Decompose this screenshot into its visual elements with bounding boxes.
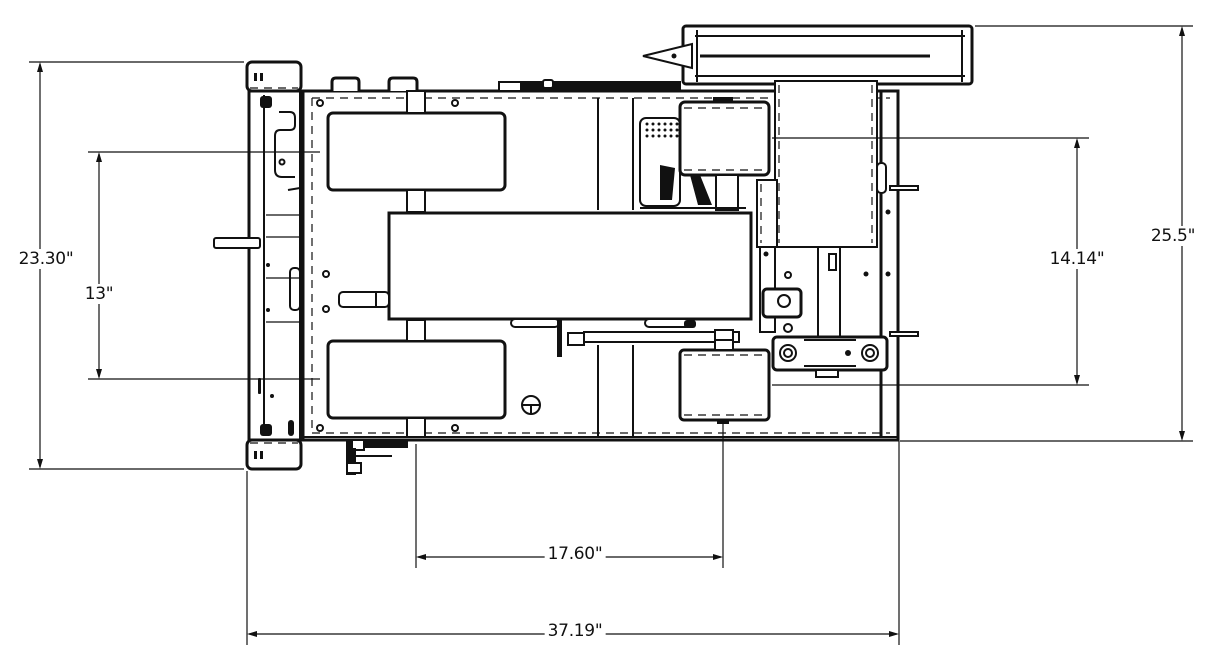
dimension-overall-length-label: 37.19" [544,621,606,641]
dimension-wheel-spacing-label: 13" [81,284,117,304]
front-bumper [213,60,303,471]
rear-tower [756,80,919,440]
top-handle-bar [642,24,974,86]
battery-box [678,339,771,424]
dimension-frame-width-label: 23.30" [15,249,77,269]
wheel-front-top [326,90,507,213]
dimension-overall-width-label: 25.5" [1147,226,1199,246]
dimension-axle-to-hitch-label: 17.60" [544,544,606,564]
center-body [338,211,753,415]
dimension-rear-mount-width-label: 14.14" [1046,249,1108,269]
rear-hitch [346,246,889,475]
wheel-front-bottom [326,319,507,438]
motor-assembly [639,97,771,211]
